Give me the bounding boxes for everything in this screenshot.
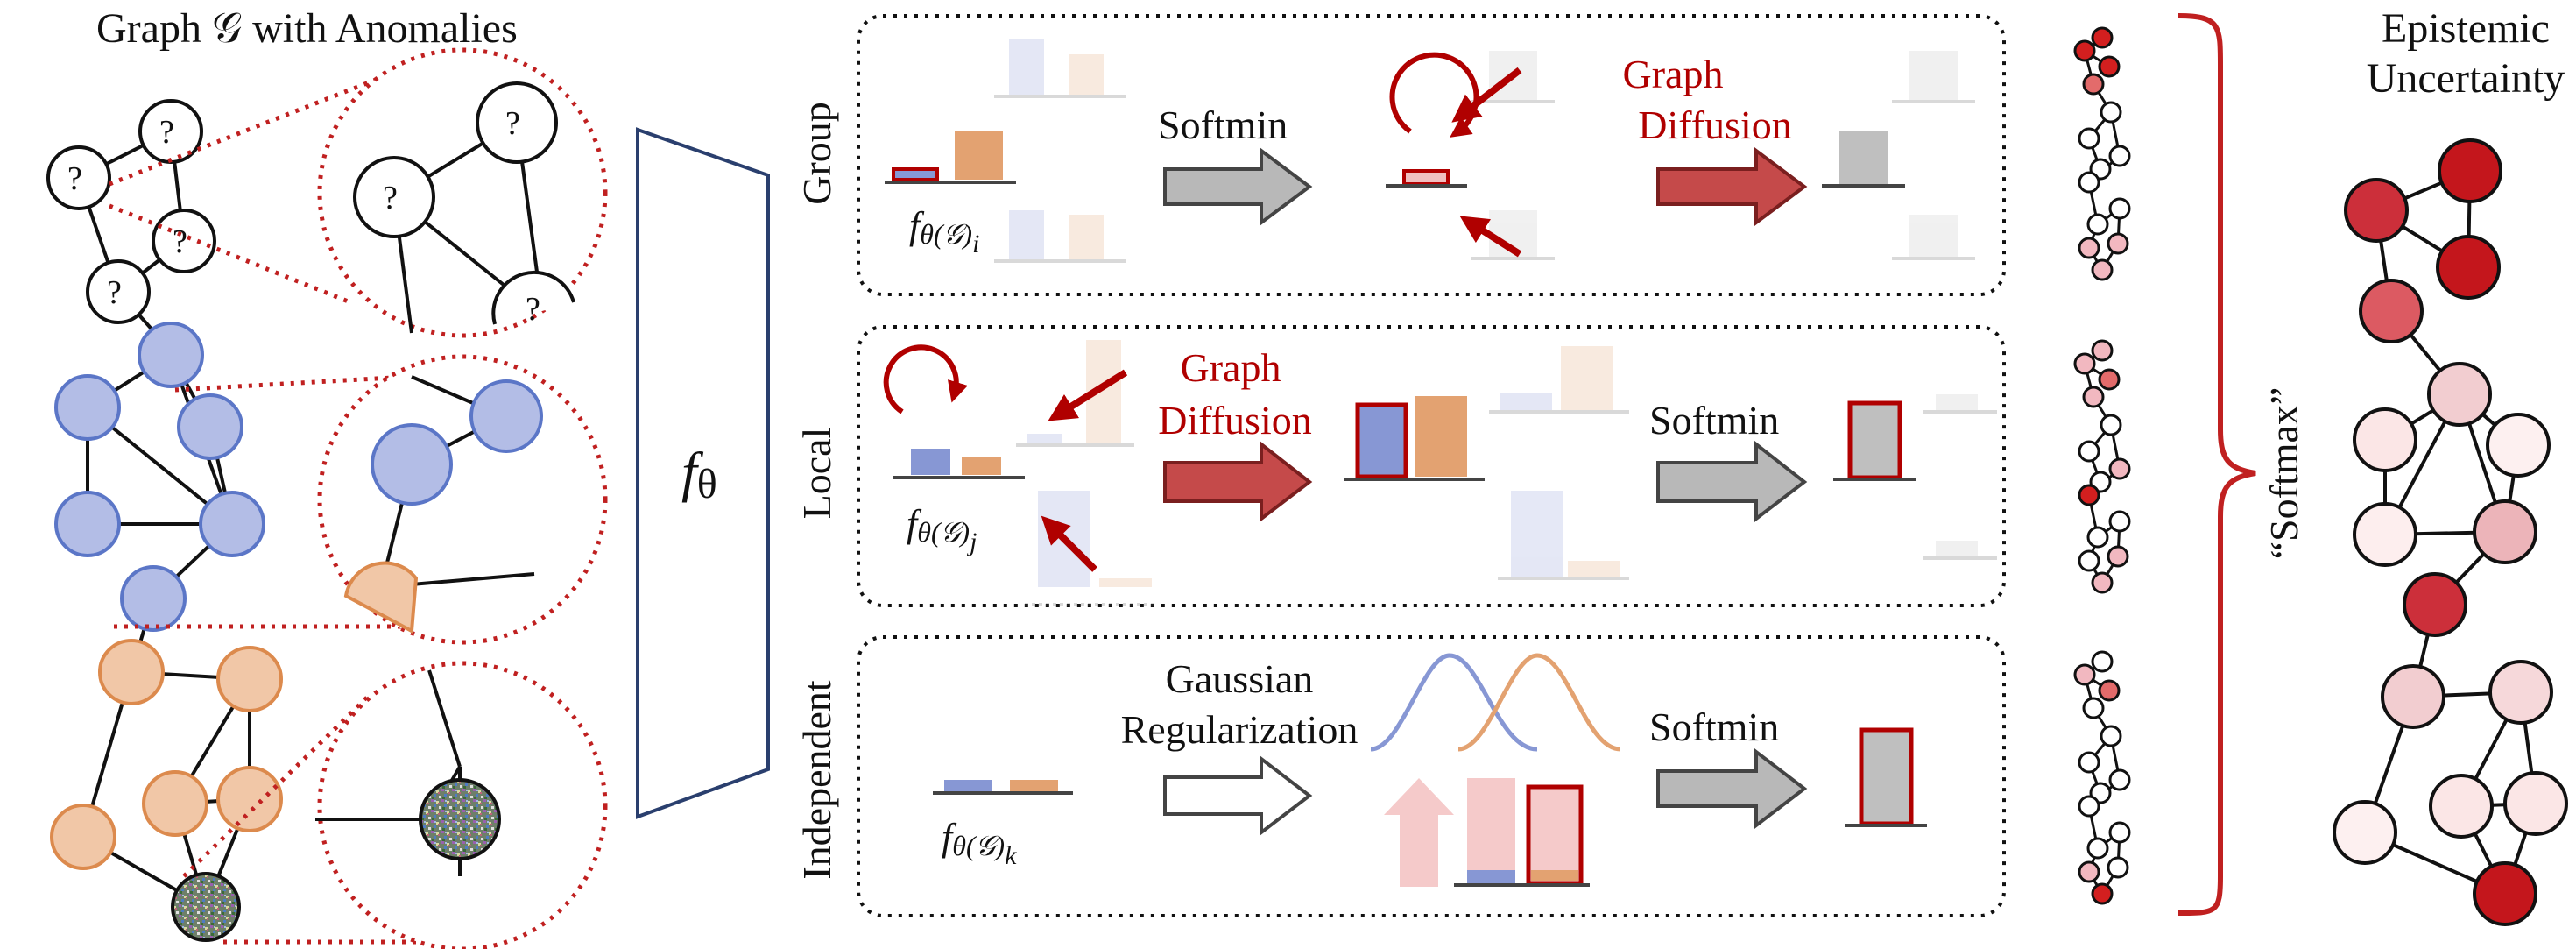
svg-text:?: ? [107,274,122,311]
uplift-arrow [1384,778,1454,887]
unknown-cluster-nodes: ? ? ? ? [46,99,216,324]
left-panel-title: Graph 𝒢 with Anomalies [96,5,518,52]
output-graph-nodes [2333,138,2568,926]
group-step2-line1: Graph [1623,52,1724,96]
local-row: Local fθ(𝒢)j Graph Diffusion [794,325,2006,607]
independent-step1-line2: Regularization [1121,707,1359,752]
gaussian-curve-blue [1370,653,1538,752]
independent-row-label: Independent [794,680,839,880]
local-step1-line2: Diffusion [1158,398,1312,443]
orange-cluster-nodes [50,639,283,942]
zoomed-noisy-node [419,778,501,860]
independent-function-label: fθ(𝒢)k [942,816,1017,870]
independent-softmin-arrow [1656,747,1808,830]
left-panel: Graph 𝒢 with Anomalies ? ? ? ? [46,5,608,949]
independent-step2-label: Softmin [1649,705,1779,749]
gaussian-curve-orange [1457,653,1621,752]
group-diffusion-arrow [1656,147,1808,226]
mini-graph-independent [2073,650,2131,905]
local-diffusion-arrow [1163,440,1313,523]
local-function-label: fθ(𝒢)j [907,502,977,556]
encoder-label: fθ [681,441,717,507]
local-step2-label: Softmin [1649,398,1779,443]
svg-text:?: ? [526,291,540,328]
softmax-brace: “Softmax” [2177,13,2306,916]
output-panel: Epistemic Uncertainty [2333,5,2568,926]
output-title-line1: Epistemic [2382,5,2550,52]
zoom-circle-normal [317,354,608,645]
local-step1-line1: Graph [1181,345,1281,390]
svg-text:?: ? [505,105,520,142]
zoom-circle-unknown: ? ? ? [317,47,608,338]
softmax-label: “Softmax” [2262,387,2306,560]
encoder-block: fθ [636,127,770,819]
local-row-label: Local [794,428,839,520]
independent-row: Independent fθ(𝒢)k Gaussian Regularizati… [794,635,2006,917]
independent-regularization-arrow [1163,754,1313,837]
blue-cluster-nodes [54,322,265,632]
output-title-line2: Uncertainty [2367,55,2565,102]
zoom-connectors [109,63,416,945]
group-step2-line2: Diffusion [1638,103,1792,147]
svg-text:?: ? [383,180,398,216]
independent-step1-line1: Gaussian [1166,656,1314,701]
svg-text:?: ? [173,223,187,260]
group-step1-label: Softmin [1158,103,1288,147]
group-self-loop [1389,52,1479,138]
svg-text:?: ? [159,114,174,151]
group-row: Group fθ(𝒢)i Softmin [794,14,2006,296]
zoom-circle-anomaly [315,661,608,949]
group-softmin-arrow [1163,147,1313,226]
svg-text:?: ? [67,160,82,197]
group-row-label: Group [794,102,839,205]
local-softmin-arrow [1656,440,1808,523]
mini-graph-group [2073,26,2131,281]
noisy-anomaly-node [171,872,241,942]
mini-graph-local [2073,339,2131,594]
group-function-label: fθ(𝒢)i [909,204,979,258]
